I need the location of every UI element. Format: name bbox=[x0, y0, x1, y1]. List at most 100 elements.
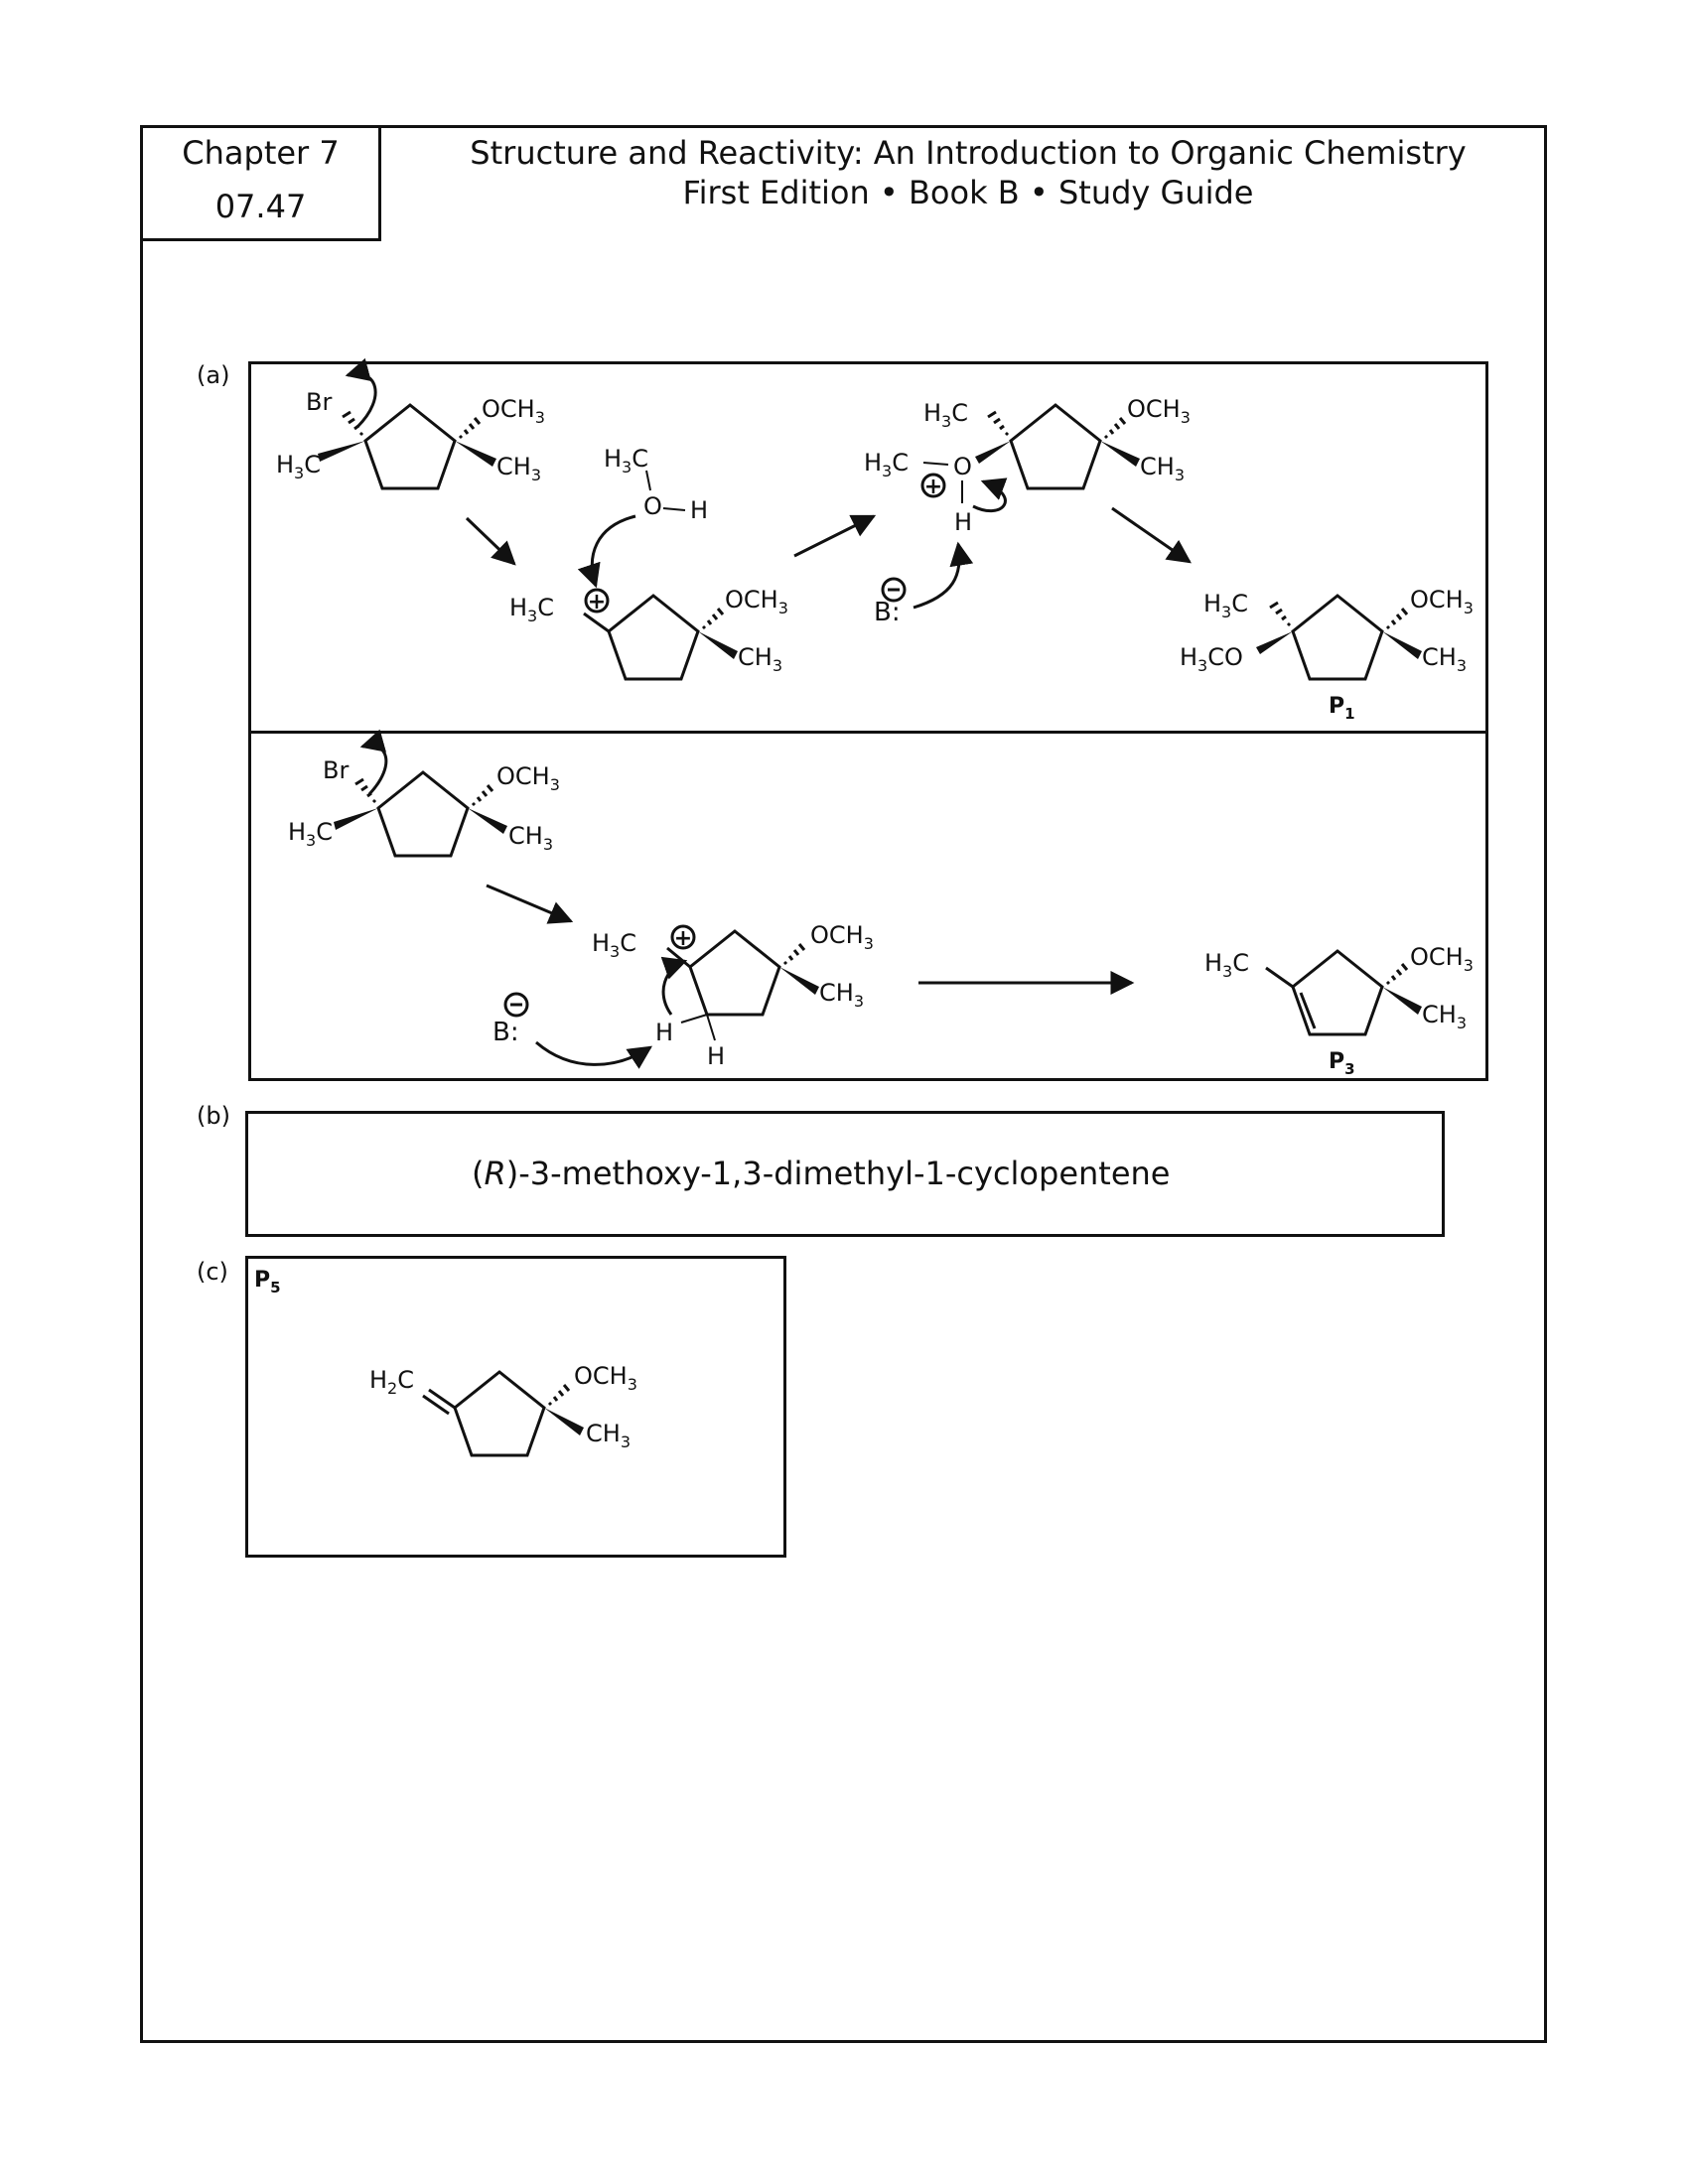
compound-name: (R)-3-methoxy-1,3-dimethyl-1-cyclopenten… bbox=[472, 1155, 1171, 1192]
ch3-label: CH3 bbox=[496, 453, 541, 484]
ch3-label: CH3 bbox=[819, 979, 864, 1011]
plus-sign: + bbox=[674, 926, 692, 951]
wedge-bond bbox=[779, 967, 819, 995]
h3c-label: H3C bbox=[923, 399, 968, 431]
hydrogen-label: H bbox=[707, 1042, 725, 1070]
och3-label: OCH3 bbox=[1410, 586, 1474, 617]
wedge-bond bbox=[544, 1408, 584, 1435]
product-p5 bbox=[453, 1370, 546, 1457]
och3-label: OCH3 bbox=[482, 395, 545, 427]
h3co-label: H3CO bbox=[1180, 643, 1243, 675]
h3c-label: H3C bbox=[509, 594, 554, 625]
wedge-bond bbox=[318, 441, 365, 462]
p1-label: P1 bbox=[1329, 694, 1355, 723]
methanol-h3c-label: H3C bbox=[604, 445, 648, 477]
book-title-line2: First Edition • Book B • Study Guide bbox=[682, 174, 1254, 211]
och3-label: OCH3 bbox=[574, 1362, 637, 1394]
reaction-arrow bbox=[793, 514, 877, 558]
br-label: Br bbox=[306, 388, 332, 416]
h3c-label: H3C bbox=[1204, 949, 1249, 981]
hash-bond bbox=[471, 784, 494, 807]
positive-charge bbox=[920, 473, 946, 498]
hash-bond bbox=[1385, 608, 1409, 630]
product-p1 bbox=[1291, 594, 1384, 681]
double-bond bbox=[428, 1388, 456, 1410]
oxonium-intermediate bbox=[1009, 403, 1102, 490]
och3-label: OCH3 bbox=[725, 586, 788, 617]
part-a-box-bottom bbox=[248, 731, 1488, 1081]
book-title-line1: Structure and Reactivity: An Introductio… bbox=[470, 134, 1467, 172]
ch3-label: CH3 bbox=[586, 1420, 631, 1451]
h3c-label: H3C bbox=[864, 449, 909, 480]
book-title: Structure and Reactivity: An Introductio… bbox=[397, 133, 1539, 212]
bond bbox=[662, 507, 686, 511]
och3-label: OCH3 bbox=[496, 762, 560, 794]
plus-sign: + bbox=[588, 590, 606, 614]
problem-number: 07.47 bbox=[214, 188, 307, 225]
hash-bond bbox=[547, 1384, 571, 1407]
hydrogen-label: H bbox=[954, 508, 972, 536]
hydrogen-label: H bbox=[655, 1019, 673, 1046]
starting-bromide-2 bbox=[376, 770, 470, 858]
ch3-label: CH3 bbox=[1422, 643, 1467, 675]
wedge-bond bbox=[698, 631, 738, 659]
wedge-bond bbox=[334, 808, 378, 830]
bond bbox=[1265, 966, 1294, 989]
curved-arrow bbox=[535, 1040, 653, 1069]
positive-charge bbox=[670, 924, 696, 950]
plus-sign: + bbox=[924, 475, 942, 499]
base-label: B: bbox=[874, 598, 901, 627]
wedge-bond bbox=[1382, 631, 1422, 659]
h3c-label: H3C bbox=[1203, 590, 1248, 621]
positive-charge bbox=[584, 588, 610, 614]
carbocation-2 bbox=[688, 929, 781, 1017]
h2c-label: H2C bbox=[369, 1366, 414, 1398]
part-c-label: (c) bbox=[197, 1258, 228, 1286]
och3-label: OCH3 bbox=[1127, 395, 1191, 427]
och3-label: OCH3 bbox=[810, 921, 874, 953]
curved-arrow bbox=[577, 514, 636, 589]
ch3-label: CH3 bbox=[508, 822, 553, 854]
part-a-label: (a) bbox=[197, 361, 230, 389]
hash-bond bbox=[458, 417, 482, 440]
chapter-label: Chapter 7 bbox=[182, 134, 340, 172]
wedge-bond bbox=[455, 441, 496, 467]
h3c-label: H3C bbox=[276, 451, 321, 482]
p5-label: P5 bbox=[254, 1268, 281, 1297]
curved-arrow bbox=[972, 478, 1008, 513]
part-c-box bbox=[245, 1256, 786, 1558]
hash-bond bbox=[1269, 601, 1292, 627]
curved-arrow bbox=[660, 956, 688, 1016]
chapter-box: Chapter 7 07.47 bbox=[140, 125, 381, 241]
curved-arrow bbox=[345, 357, 377, 429]
part-b-box bbox=[245, 1111, 1445, 1237]
wedge-bond bbox=[975, 441, 1011, 464]
reaction-arrow bbox=[1111, 506, 1192, 564]
reaction-arrow bbox=[486, 884, 574, 924]
hash-bond bbox=[1385, 963, 1409, 986]
br-label: Br bbox=[323, 756, 349, 784]
product-p3 bbox=[1291, 949, 1384, 1036]
bond bbox=[583, 612, 610, 633]
ch3-label: CH3 bbox=[1422, 1001, 1467, 1032]
base-label: B: bbox=[492, 1018, 519, 1047]
page-frame bbox=[140, 125, 1547, 2043]
hash-bond bbox=[701, 608, 725, 630]
negative-charge bbox=[881, 577, 907, 603]
oxygen-label: O bbox=[643, 492, 662, 520]
bond bbox=[922, 462, 949, 466]
carbocation-1 bbox=[607, 594, 700, 681]
wedge-bond bbox=[1100, 441, 1140, 467]
double-bond bbox=[422, 1394, 450, 1416]
part-b-label: (b) bbox=[197, 1102, 230, 1130]
wedge-bond bbox=[1256, 631, 1293, 654]
ch3-label: CH3 bbox=[1140, 453, 1185, 484]
och3-label: OCH3 bbox=[1410, 943, 1474, 975]
p3-label: P3 bbox=[1329, 1049, 1355, 1078]
hash-bond bbox=[782, 943, 806, 966]
wedge-bond bbox=[1382, 987, 1422, 1015]
reaction-arrow bbox=[465, 516, 516, 566]
bond bbox=[680, 1014, 708, 1024]
h3c-label: H3C bbox=[592, 929, 636, 961]
